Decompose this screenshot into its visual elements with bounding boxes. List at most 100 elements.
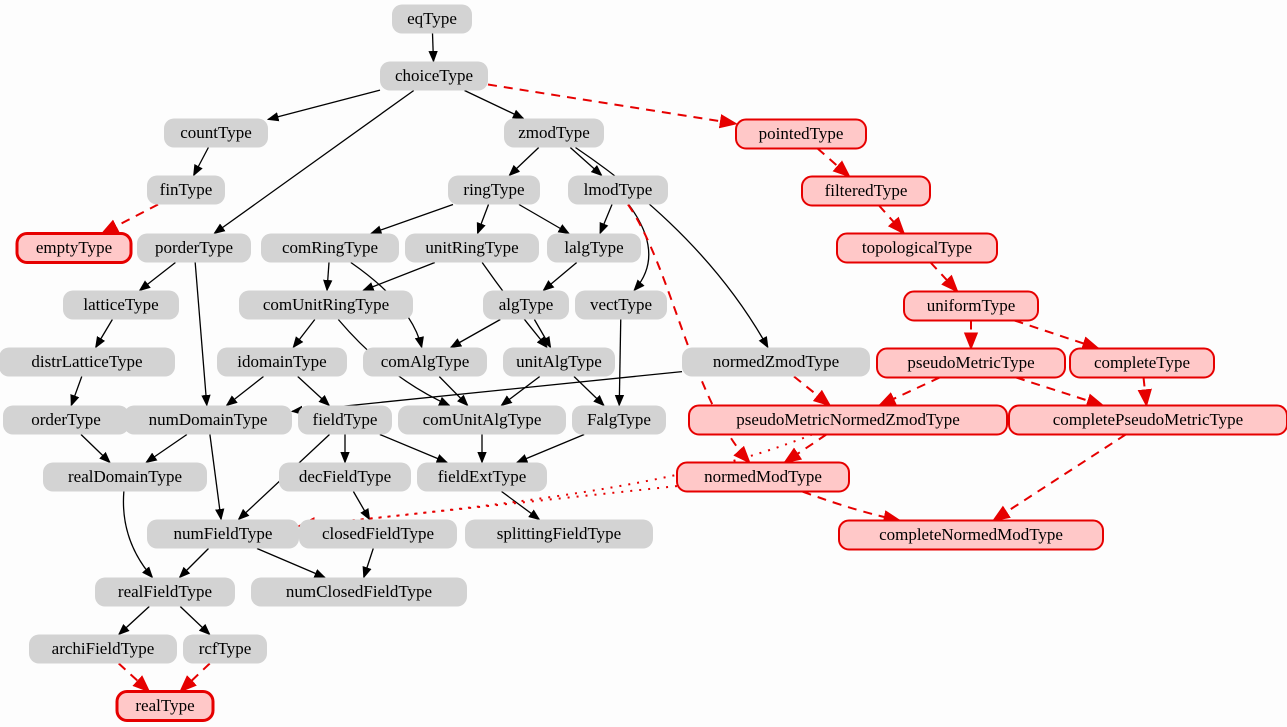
edge-uniformType-to-completeType (1014, 319, 1101, 351)
node-label-realDomainType: realDomainType (68, 467, 182, 486)
node-label-numDomainType: numDomainType (149, 410, 268, 429)
node-unitAlgType: unitAlgType (503, 347, 615, 377)
node-box-completeNormedModType (838, 519, 1104, 551)
node-lalgType: lalgType (547, 233, 641, 263)
edge-lmodType-to-normedModType (627, 203, 751, 464)
node-label-fieldExtType: fieldExtType (438, 467, 527, 486)
node-idomainType: idomainType (217, 347, 347, 377)
node-box-unitAlgType (503, 347, 615, 377)
node-completeType: completeType (1069, 347, 1215, 379)
edge-orderType-to-realDomainType (80, 434, 111, 464)
edge-rcfType-to-realType (178, 662, 211, 693)
node-pseudoMetricNormedZmodType: pseudoMetricNormedZmodType (688, 404, 1008, 436)
node-archiFieldType: archiFieldType (29, 634, 177, 664)
node-label-rcfType: rcfType (199, 639, 252, 658)
edge-unitAlgType-to-FalgType (573, 376, 605, 407)
edge-comAlgType-to-comUnitAlgType (438, 376, 469, 407)
node-realType: realType (115, 690, 215, 722)
node-label-realType: realType (135, 696, 194, 715)
edge-zmodType-to-ringType (508, 147, 540, 177)
node-label-pseudoMetricType: pseudoMetricType (907, 353, 1034, 372)
node-box-distrLatticeType (0, 347, 175, 377)
node-ringType: ringType (448, 175, 540, 205)
node-box-completePseudoMetricType (1008, 404, 1287, 436)
node-box-idomainType (217, 347, 347, 377)
edge-eqType-to-choiceType (428, 33, 438, 63)
node-closedFieldType: closedFieldType (299, 519, 457, 549)
node-box-comUnitRingType (239, 290, 413, 320)
edge-realDomainType-to-realFieldType (122, 491, 154, 579)
node-box-archiFieldType (29, 634, 177, 664)
node-finType: finType (147, 175, 225, 205)
node-zmodType: zmodType (504, 118, 604, 148)
edge-comUnitRingType-to-idomainType (292, 319, 316, 349)
edge-algType-to-comAlgType (449, 318, 501, 349)
edge-completeType-to-completePseudoMetricType (1137, 377, 1152, 408)
node-label-lmodType: lmodType (584, 180, 653, 199)
edge-porderType-to-numDomainType (194, 262, 211, 407)
node-lmodType: lmodType (568, 175, 668, 205)
node-box-realDomainType (43, 462, 207, 492)
node-label-archiFieldType: archiFieldType (52, 639, 155, 658)
edge-layer (70, 33, 1152, 693)
node-label-unitRingType: unitRingType (425, 238, 518, 257)
edge-distrLatticeType-to-orderType (70, 376, 83, 407)
edge-idomainType-to-numDomainType (225, 375, 264, 407)
node-comUnitRingType: comUnitRingType (239, 290, 413, 320)
node-box-zmodType (504, 118, 604, 148)
node-label-closedFieldType: closedFieldType (322, 524, 434, 543)
edge-choiceType-to-porderType (213, 89, 415, 235)
node-eqType: eqType (392, 4, 472, 34)
edge-ringType-to-lalgType (518, 203, 571, 235)
node-label-comUnitRingType: comUnitRingType (263, 295, 389, 314)
node-label-FalgType: FalgType (587, 410, 651, 429)
edge-numFieldType-to-numClosedFieldType (256, 547, 327, 579)
node-realDomainType: realDomainType (43, 462, 207, 492)
edge-choiceType-to-zmodType (464, 89, 525, 120)
node-label-completeType: completeType (1094, 353, 1190, 372)
node-countType: countType (164, 118, 268, 148)
node-box-fieldExtType (417, 462, 547, 492)
node-box-pseudoMetricNormedZmodType (688, 404, 1008, 436)
node-orderType: orderType (3, 405, 129, 435)
node-label-numFieldType: numFieldType (174, 524, 273, 543)
node-label-unitAlgType: unitAlgType (516, 352, 602, 371)
node-label-normedZmodType: normedZmodType (713, 352, 839, 371)
node-choiceType: choiceType (380, 61, 488, 91)
edge-finType-to-emptyType (100, 203, 159, 235)
node-box-normedModType (676, 461, 850, 493)
edge-choiceType-to-countType (266, 89, 381, 122)
edge-fieldType-to-fieldExtType (379, 433, 449, 464)
edge-lalgType-to-algType (542, 262, 578, 292)
node-box-countType (164, 118, 268, 148)
edge-latticeType-to-distrLatticeType (95, 319, 113, 349)
node-label-numClosedFieldType: numClosedFieldType (286, 582, 432, 601)
node-box-rcfType (183, 634, 267, 664)
node-box-finType (147, 175, 225, 205)
edge-realFieldType-to-archiFieldType (117, 606, 150, 636)
node-label-zmodType: zmodType (518, 123, 590, 142)
node-comAlgType: comAlgType (363, 347, 487, 377)
node-label-topologicalType: topologicalType (862, 238, 972, 257)
node-uniformType: uniformType (903, 290, 1039, 322)
node-completeNormedModType: completeNormedModType (838, 519, 1104, 551)
node-numClosedFieldType: numClosedFieldType (251, 577, 467, 607)
node-box-closedFieldType (299, 519, 457, 549)
edge-choiceType-to-pointedType (487, 83, 738, 129)
node-label-completePseudoMetricType: completePseudoMetricType (1053, 410, 1243, 429)
node-box-uniformType (903, 290, 1039, 322)
node-label-emptyType: emptyType (36, 238, 112, 257)
edge-ringType-to-unitRingType (476, 204, 490, 235)
node-label-decFieldType: decFieldType (299, 467, 391, 486)
edge-numFieldType-to-realFieldType (178, 548, 209, 579)
node-label-normedModType: normedModType (704, 467, 822, 486)
node-box-unitRingType (405, 233, 539, 263)
node-box-comAlgType (363, 347, 487, 377)
node-filteredType: filteredType (801, 175, 931, 207)
edge-decFieldType-to-closedFieldType (352, 491, 371, 521)
node-label-lalgType: lalgType (564, 238, 623, 257)
node-box-filteredType (801, 175, 931, 207)
node-box-topologicalType (836, 232, 998, 264)
